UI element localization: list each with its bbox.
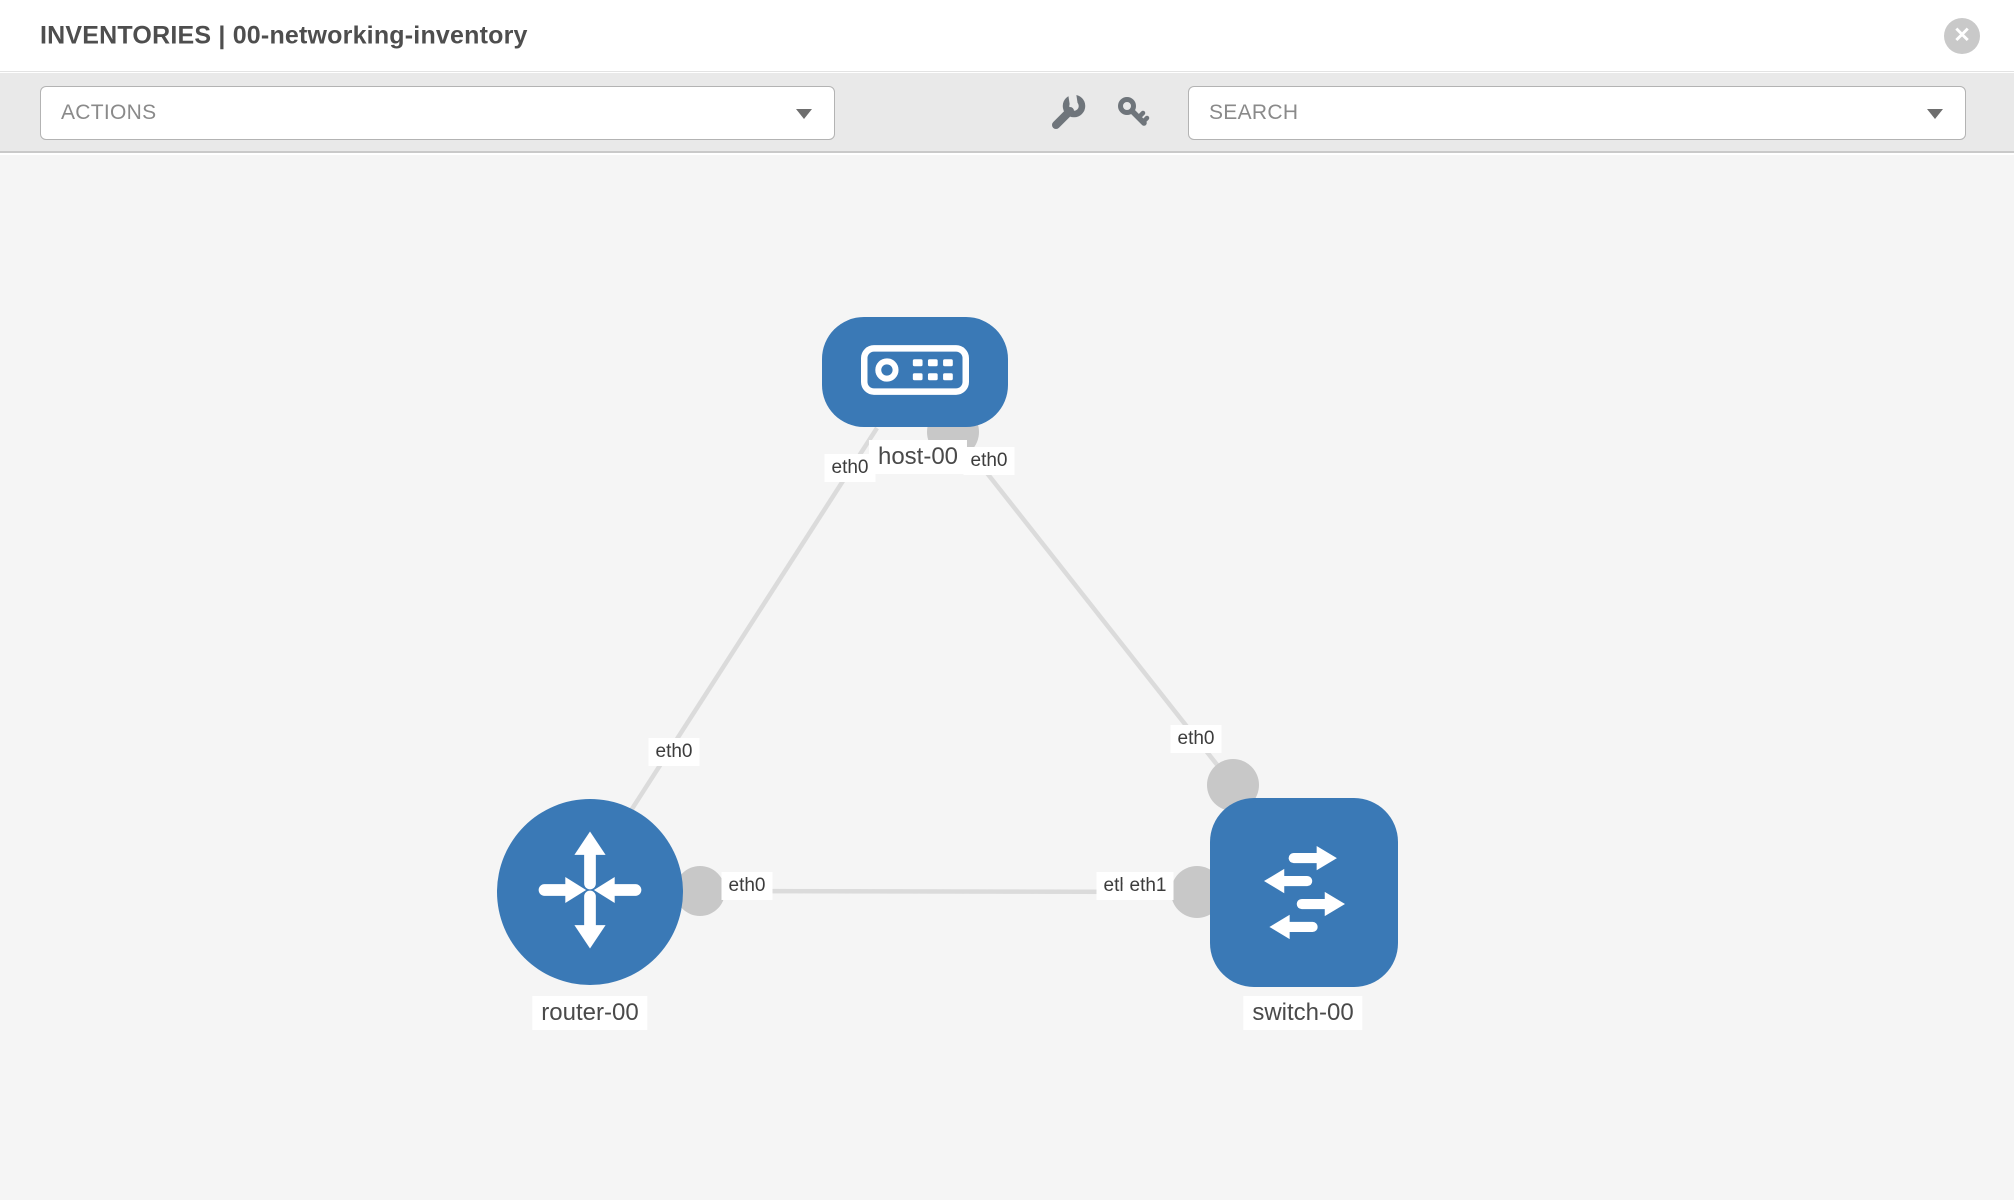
node-host-00[interactable] (822, 317, 1008, 427)
page-title: INVENTORIES | 00-networking-inventory (40, 21, 528, 49)
close-button[interactable]: ✕ (1944, 18, 1980, 54)
search-dropdown-label: SEARCH (1209, 101, 1299, 124)
switch-icon (1237, 823, 1372, 963)
search-dropdown[interactable]: SEARCH (1188, 86, 1966, 140)
chevron-down-icon (1927, 109, 1943, 119)
topology-links (628, 406, 1259, 918)
link-lines (628, 426, 1235, 895)
node-switch-00[interactable] (1210, 798, 1398, 987)
toolbar: ACTIONS SEARCH (0, 73, 2014, 153)
interface-connectors (675, 406, 1259, 918)
router-icon (525, 825, 655, 960)
connector-router-right (675, 866, 725, 916)
close-icon: ✕ (1953, 24, 1971, 47)
node-label-switch-00: switch-00 (1243, 996, 1363, 1030)
wrench-icon[interactable] (1047, 92, 1087, 133)
node-label-router-00: router-00 (532, 996, 648, 1030)
node-router-00[interactable] (497, 799, 683, 985)
key-icon[interactable] (1113, 93, 1153, 133)
interface-label-switch-eth0-top: eth0 (1170, 725, 1222, 753)
interface-label-switch-eth1-link: eth1 (1122, 872, 1174, 900)
header: INVENTORIES | 00-networking-inventory ✕ (0, 0, 2014, 72)
server-icon (861, 344, 969, 400)
chevron-down-icon (796, 109, 812, 119)
interface-label-router-eth0-top: eth0 (648, 738, 700, 766)
node-label-host-00: host-00 (868, 440, 968, 474)
interface-label-router-eth0-link: eth0 (721, 872, 773, 900)
actions-dropdown-label: ACTIONS (61, 101, 157, 124)
topology-canvas[interactable]: host-00 router-00 switch-00 eth0 eth0 et… (0, 155, 2014, 1200)
interface-label-host-eth0-left: eth0 (824, 454, 876, 482)
interface-label-host-eth0-right: eth0 (963, 447, 1015, 475)
actions-dropdown[interactable]: ACTIONS (40, 86, 835, 140)
